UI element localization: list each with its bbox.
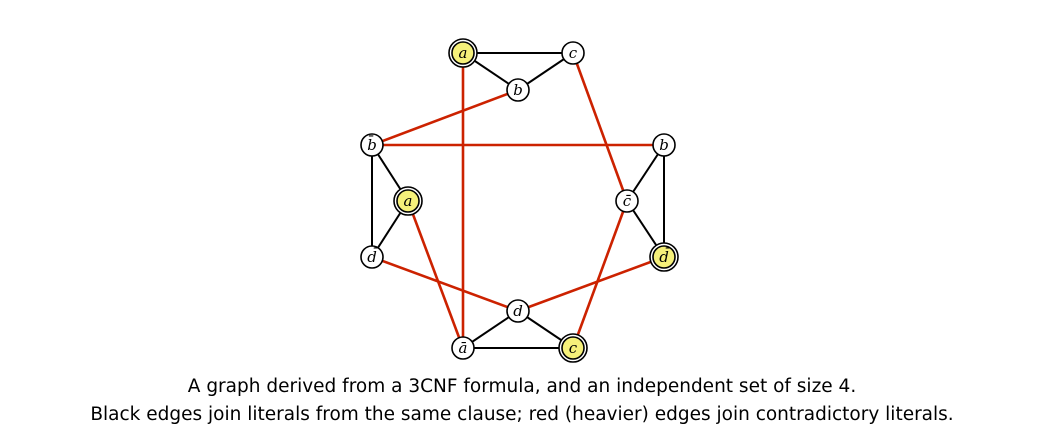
node-label: a: [404, 192, 413, 210]
node-c2-dbar: d̄: [360, 245, 384, 269]
graph-diagram: a c b b̄ a d̄ b c̄ d̄ d ā c: [360, 38, 679, 363]
node-circle: [451, 336, 475, 360]
node-circle: [506, 299, 530, 323]
node-label: d̄: [659, 248, 670, 266]
contradiction-edge-c2-dbar-c4-d: [371, 255, 519, 313]
node-c2-a: a: [393, 186, 423, 216]
node-circle: [561, 336, 585, 360]
node-c4-d: d: [506, 299, 530, 323]
node-circle: [396, 189, 420, 213]
node-circle: [561, 41, 585, 65]
contradiction-edge-c1-b-c2-bbar: [371, 88, 519, 147]
node-label: d: [513, 302, 523, 320]
node-c1-a: a: [448, 38, 478, 68]
node-circle: [615, 189, 639, 213]
node-circle: [360, 245, 384, 269]
node-c2-bbar: b̄: [360, 133, 384, 157]
node-label: d̄: [367, 248, 378, 266]
node-circle: [506, 78, 530, 102]
node-c1-c: c: [561, 41, 585, 65]
node-circle: [451, 41, 475, 65]
node-c3-b: b: [652, 133, 676, 157]
node-circle: [360, 133, 384, 157]
node-c3-cbar: c̄: [615, 189, 639, 213]
node-label: ā: [459, 339, 468, 357]
contradiction-edge-c3-cbar-c4-c: [571, 200, 629, 349]
node-c4-c: c: [558, 333, 588, 363]
node-label: c: [569, 44, 578, 62]
contradiction-edge-c3-dbar-c4-d: [517, 255, 665, 313]
node-c1-b: b: [506, 78, 530, 102]
node-c3-dbar: d̄: [649, 242, 679, 272]
node-label: a: [459, 44, 468, 62]
contradiction-edge-c1-c-c3-cbar: [571, 52, 629, 202]
nodes-layer: a c b b̄ a d̄ b c̄ d̄ d ā c: [360, 38, 679, 363]
node-c4-abar: ā: [451, 336, 475, 360]
node-label: c̄: [623, 192, 632, 210]
node-label: b: [659, 136, 669, 154]
caption-line-2: Black edges join literals from the same …: [90, 404, 954, 425]
contradiction-edge-c2-a-c4-abar: [406, 200, 465, 349]
node-label: b̄: [367, 136, 377, 154]
node-label: c: [569, 339, 578, 357]
node-circle: [652, 133, 676, 157]
caption-line-1: A graph derived from a 3CNF formula, and…: [187, 376, 857, 397]
node-label: b: [513, 81, 523, 99]
node-circle: [652, 245, 676, 269]
